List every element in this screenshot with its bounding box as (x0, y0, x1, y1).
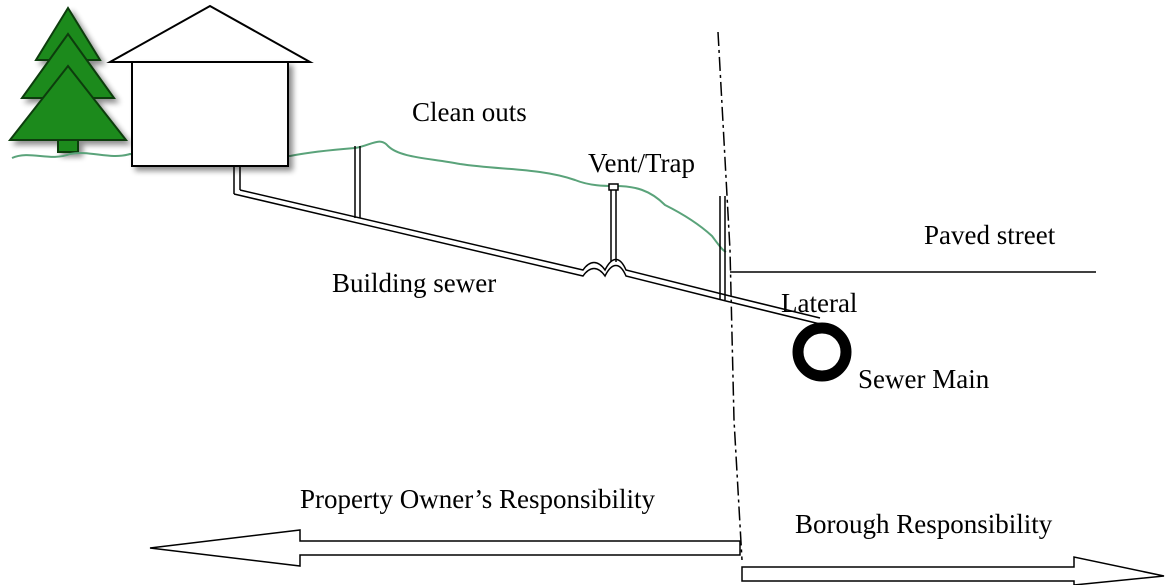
tree-icon (7, 6, 129, 153)
property-line (717, 31, 743, 561)
building-sewer-pipe (233, 166, 821, 325)
owner-responsibility-label: Property Owner’s Responsibility (300, 484, 655, 514)
vent-trap-riser (608, 183, 619, 262)
clean-out-riser (354, 146, 361, 218)
house-icon (106, 4, 314, 167)
sewer-main-label: Sewer Main (858, 364, 990, 394)
lateral-label: Lateral (781, 288, 858, 318)
borough-responsibility-arrow (741, 556, 1165, 585)
clean-outs-label: Clean outs (412, 97, 527, 127)
ground-line (11, 140, 727, 253)
borough-responsibility-label: Borough Responsibility (795, 509, 1053, 539)
property-line-riser (719, 196, 726, 300)
vent-trap-label: Vent/Trap (588, 148, 696, 178)
building-sewer-label: Building sewer (332, 268, 497, 298)
sewer-main-pipe (792, 322, 852, 382)
owner-responsibility-arrow (149, 529, 741, 567)
paved-street-label: Paved street (924, 220, 1056, 250)
